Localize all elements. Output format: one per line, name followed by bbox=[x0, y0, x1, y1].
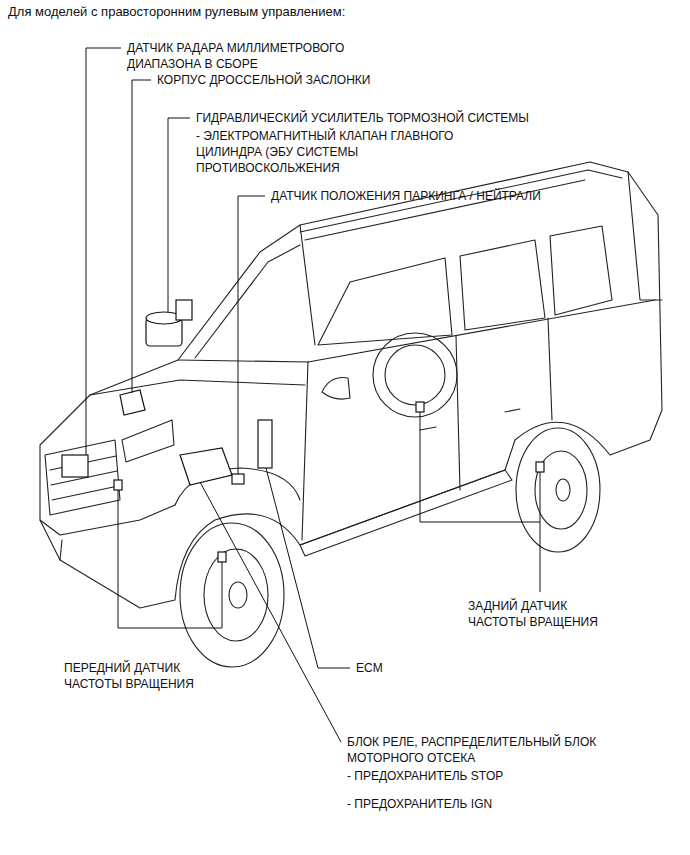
part-label: ДАТЧИК ПОЛОЖЕНИЯ ПАРКИНГА / НЕЙТРАЛИ bbox=[271, 188, 541, 204]
part-label: ПЕРЕДНИЙ ДАТЧИК ЧАСТОТЫ ВРАЩЕНИЯ bbox=[64, 660, 214, 692]
part-label: ECM bbox=[356, 660, 383, 676]
page-title: Для моделей с правосторонним рулевым упр… bbox=[8, 4, 345, 20]
part-label: КОРПУС ДРОССЕЛЬНОЙ ЗАСЛОНКИ bbox=[157, 72, 370, 88]
part-label: ГИДРАВЛИЧЕСКИЙ УСИЛИТЕЛЬ ТОРМОЗНОЙ СИСТЕ… bbox=[196, 110, 529, 126]
part-label: - ПРЕДОХРАНИТЕЛЬ IGN bbox=[347, 796, 492, 812]
part-label: - ПРЕДОХРАНИТЕЛЬ STOP bbox=[347, 768, 503, 784]
part-label: ЗАДНИЙ ДАТЧИК ЧАСТОТЫ ВРАЩЕНИЯ bbox=[468, 598, 608, 630]
part-label: БЛОК РЕЛЕ, РАСПРЕДЕЛИТЕЛЬНЫЙ БЛОК МОТОРН… bbox=[347, 734, 647, 766]
part-label: - ЭЛЕКТРОМАГНИТНЫЙ КЛАПАН ГЛАВНОГО ЦИЛИН… bbox=[196, 128, 496, 176]
part-label: ДАТЧИК РАДАРА МИЛЛИМЕТРОВОГО ДИАПАЗОНА В… bbox=[127, 40, 377, 72]
